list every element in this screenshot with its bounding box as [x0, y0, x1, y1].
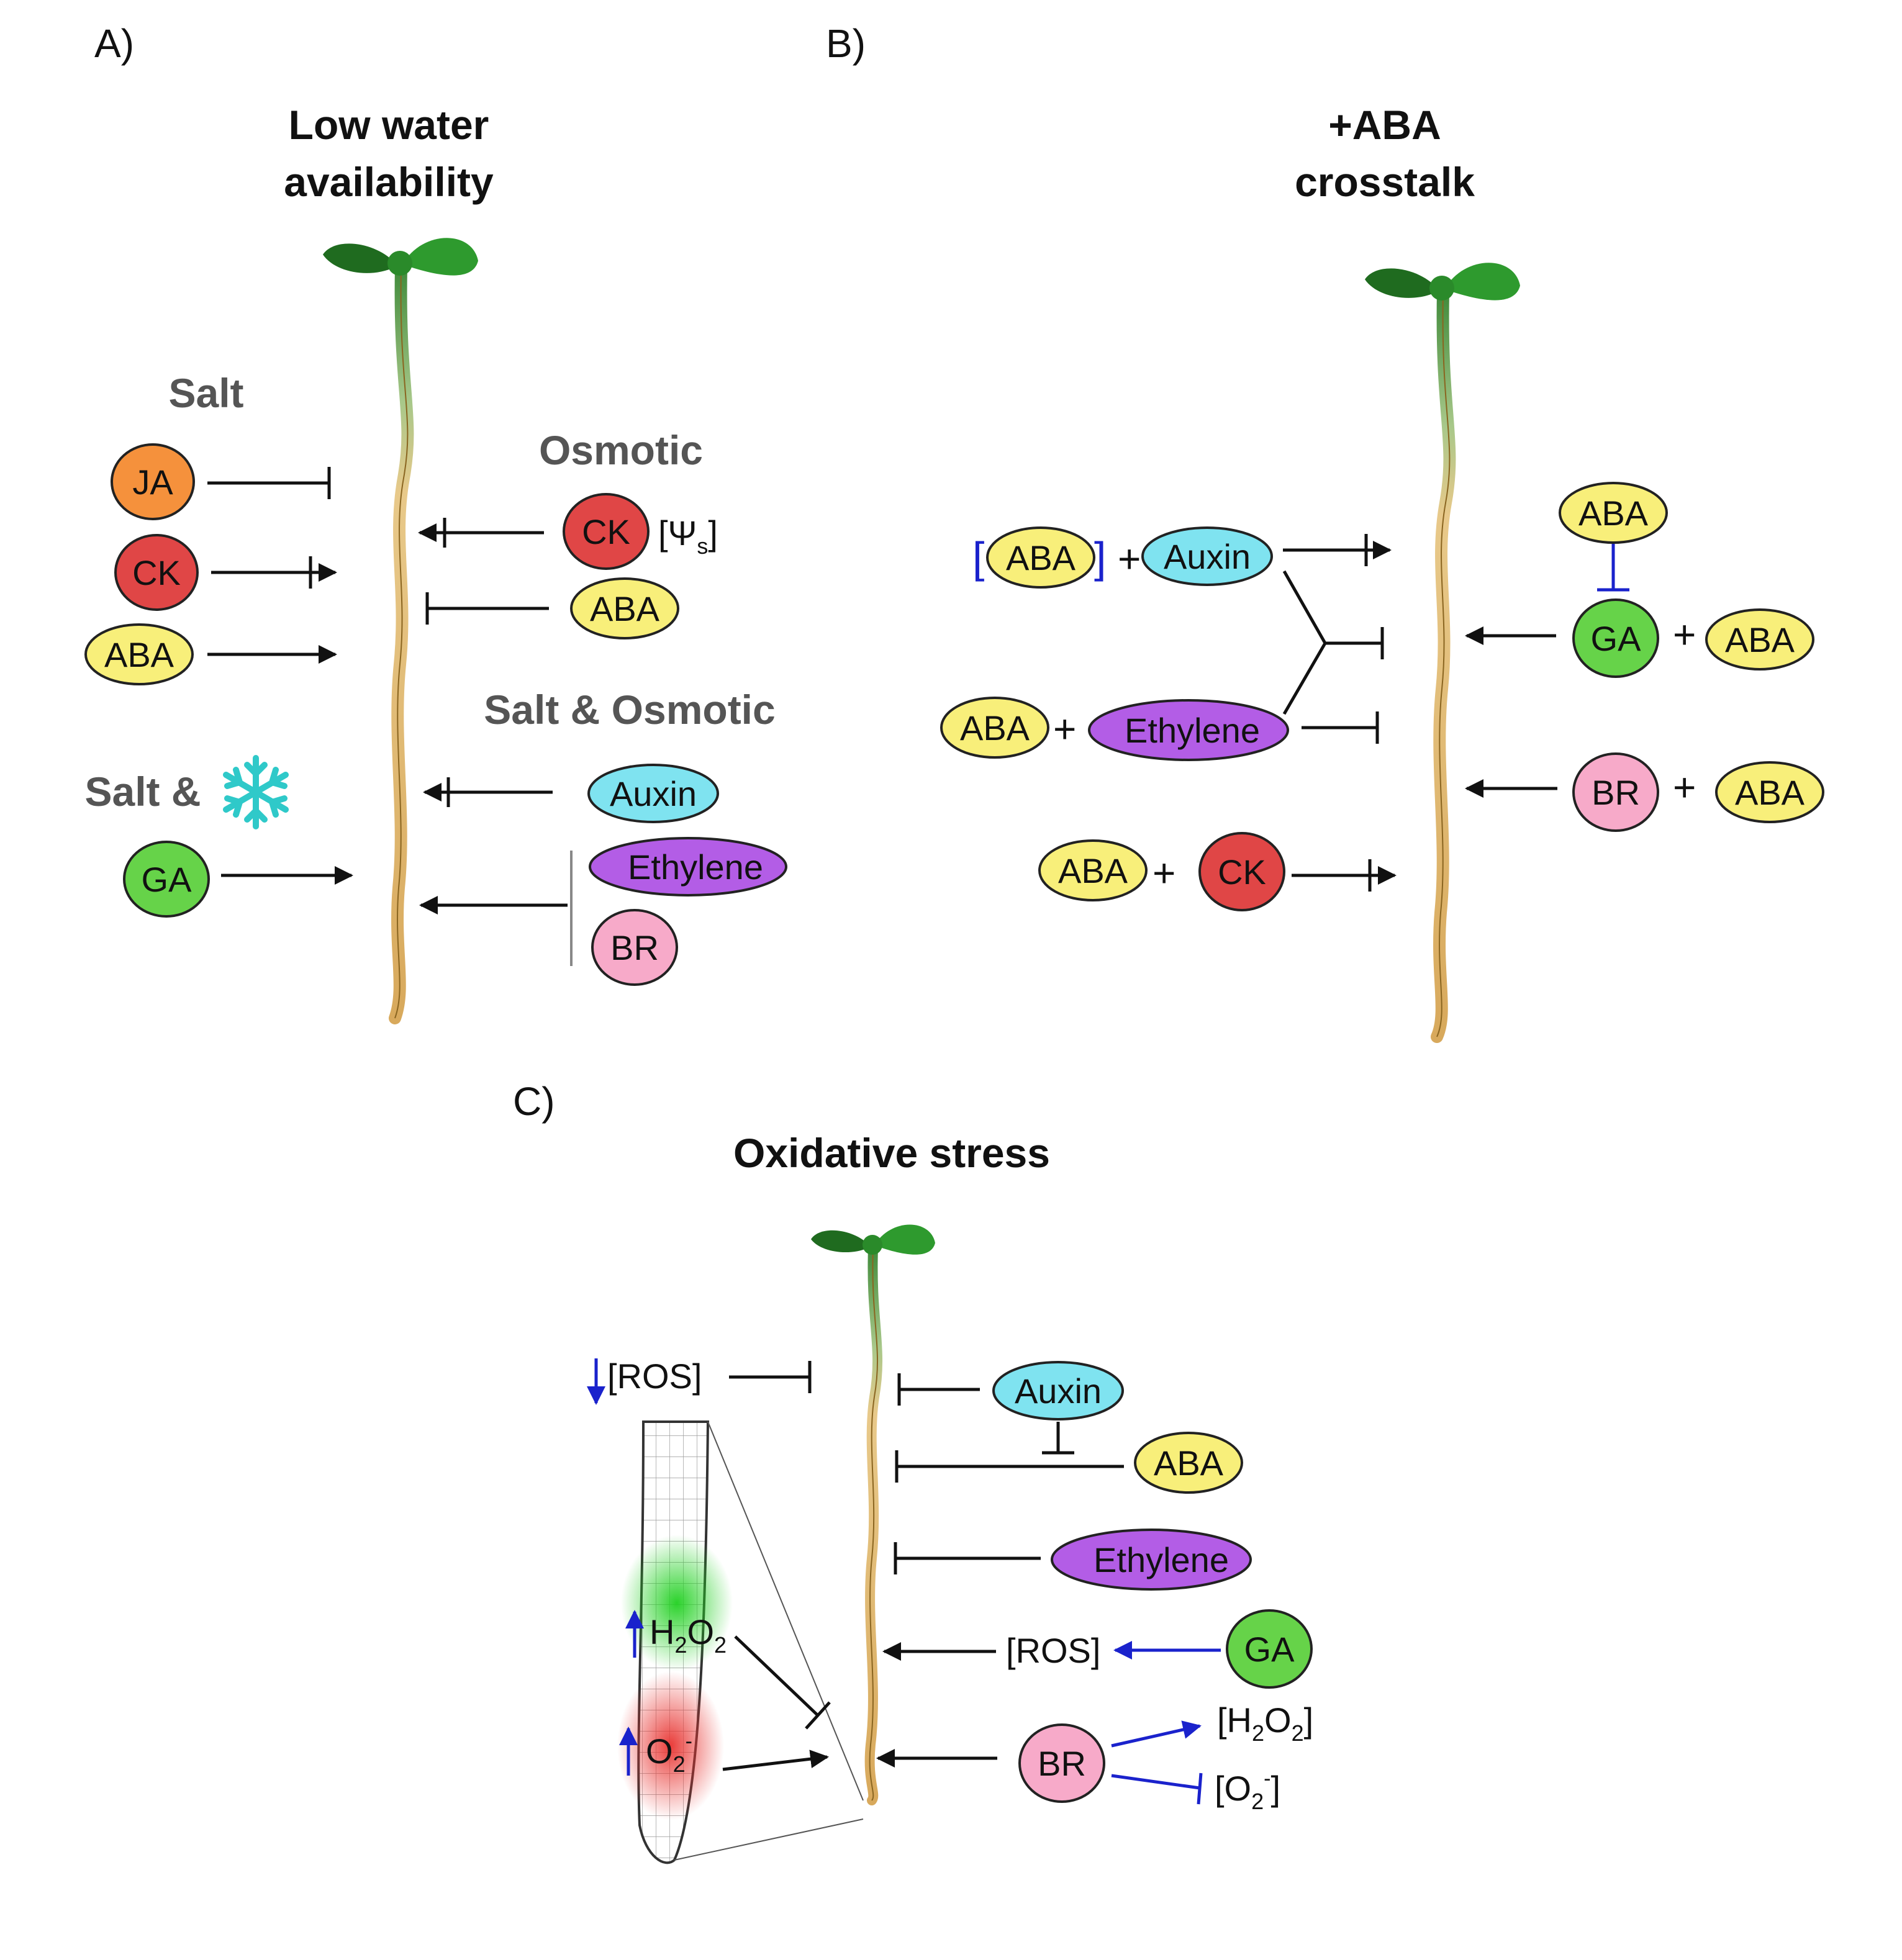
ethylene-node-a-label: Ethylene	[628, 847, 763, 887]
br-node-c	[1018, 1723, 1105, 1803]
auxin-node-a	[587, 764, 719, 823]
panel-a: A) Low water availability Salt Osmotic S…	[84, 21, 787, 1024]
ga-node-b	[1572, 598, 1659, 678]
ja-node	[111, 443, 195, 520]
aba-node-left	[84, 623, 194, 685]
panel-c: C) Oxidative stress [ROS] H2O2	[513, 1079, 1313, 1864]
aba-node-b1-label: ABA	[1006, 538, 1076, 577]
ga-node-c	[1226, 1609, 1313, 1689]
ethylene-node-b	[1088, 699, 1289, 761]
h2o2-bracket-label: [H2O2]	[1217, 1700, 1313, 1746]
br-node-b	[1572, 752, 1659, 832]
br-node-b-label: BR	[1592, 773, 1640, 812]
panel-b-title-line2: crosstalk	[1295, 159, 1475, 205]
aba-node-b3-label: ABA	[1058, 851, 1128, 890]
aba-node-b5	[1705, 608, 1814, 671]
plus-b1: +	[1118, 536, 1141, 581]
plus-b3: +	[1153, 851, 1175, 895]
ck-node-b-label: CK	[1218, 852, 1266, 892]
ros-label-right: [ROS]	[1006, 1631, 1100, 1670]
br-node-c-label: BR	[1038, 1744, 1086, 1783]
panel-a-title-line2: availability	[284, 159, 494, 205]
aba-node-b2-label: ABA	[960, 708, 1030, 747]
h2o2-label: H2O2	[650, 1612, 727, 1658]
plus-b2: +	[1053, 707, 1076, 751]
auxin-node-b-label: Auxin	[1164, 537, 1251, 576]
ga-node-b-label: GA	[1591, 619, 1642, 658]
seedling-icon	[1365, 263, 1520, 1043]
psi-s-label: [Ψs]	[658, 513, 718, 559]
h2o2-inhibit-arrow	[734, 1635, 818, 1716]
ros-label-left: [ROS]	[607, 1357, 702, 1396]
ethylene-node-c	[1051, 1529, 1252, 1591]
aba-node-b6-label: ABA	[1735, 773, 1805, 812]
h2o2-inhibit-bar	[805, 1701, 831, 1730]
aba-node-c-label: ABA	[1154, 1443, 1224, 1483]
panel-c-title: Oxidative stress	[733, 1130, 1050, 1176]
panel-a-title: Low water	[289, 102, 489, 148]
panel-c-label: C)	[513, 1079, 555, 1124]
ck-node-left-label: CK	[132, 553, 181, 592]
ck-node-left	[114, 534, 199, 611]
aba-node-b3	[1038, 839, 1148, 901]
salt-label: Salt	[168, 370, 243, 416]
plus-b4: +	[1673, 612, 1696, 657]
auxin-node-c	[992, 1361, 1124, 1420]
panel-b: B) +ABA crosstalk [ ABA ] + Auxin ABA + …	[826, 21, 1824, 1043]
ja-node-label: JA	[132, 463, 173, 502]
seedling-icon	[811, 1224, 935, 1805]
aba-bracket-close: ]	[1094, 533, 1106, 582]
aba-node-b6	[1715, 761, 1824, 823]
o2-promote-arrow	[722, 1750, 829, 1771]
br-o2-inhibit-bar	[1197, 1773, 1203, 1805]
ethylene-node-c-label: Ethylene	[1094, 1540, 1229, 1579]
salt-cold-label: Salt &	[84, 769, 201, 815]
o2-bracket-label: [O2-]	[1215, 1767, 1280, 1814]
auxin-node-a-label: Auxin	[610, 774, 697, 813]
aba-node-osmotic	[570, 577, 679, 639]
auxin-ethylene-converge	[1282, 570, 1382, 715]
panel-b-label: B)	[826, 21, 866, 66]
auxin-node-c-label: Auxin	[1015, 1371, 1102, 1411]
osmotic-label: Osmotic	[539, 427, 703, 473]
ck-node-osmotic-label: CK	[582, 512, 630, 551]
aba-node-left-label: ABA	[104, 635, 174, 674]
ethylene-node-a	[589, 837, 787, 896]
root-tip-icon	[617, 1420, 864, 1864]
ga-node-c-label: GA	[1244, 1630, 1295, 1669]
br-node-a-label: BR	[610, 928, 659, 967]
ga-node-left-label: GA	[142, 860, 192, 899]
snowflake-icon	[223, 755, 289, 829]
aba-node-b5-label: ABA	[1725, 620, 1795, 659]
ck-node-b	[1198, 832, 1285, 911]
salt-osmotic-label: Salt & Osmotic	[484, 687, 775, 733]
panel-b-title: +ABA	[1328, 102, 1441, 148]
aba-node-b4-label: ABA	[1578, 494, 1649, 533]
br-o2-inhibit	[1111, 1774, 1200, 1790]
aba-node-b4	[1559, 482, 1668, 544]
aba-node-c	[1134, 1432, 1243, 1494]
ethylene-node-b-label: Ethylene	[1125, 711, 1260, 750]
aba-node-b1	[986, 526, 1095, 589]
br-node-a	[591, 909, 678, 986]
br-h2o2-arrow	[1111, 1720, 1202, 1748]
ga-node-left	[123, 841, 210, 918]
aba-node-b2	[940, 697, 1049, 759]
plus-b5: +	[1673, 765, 1696, 810]
ck-node-osmotic	[563, 493, 650, 570]
aba-node-osmotic-label: ABA	[590, 589, 660, 628]
o2-label: O2-	[646, 1730, 692, 1777]
panel-a-label: A)	[94, 21, 134, 66]
auxin-node-b	[1141, 526, 1273, 586]
aba-bracket-open: [	[972, 533, 984, 582]
seedling-icon	[323, 238, 478, 1024]
